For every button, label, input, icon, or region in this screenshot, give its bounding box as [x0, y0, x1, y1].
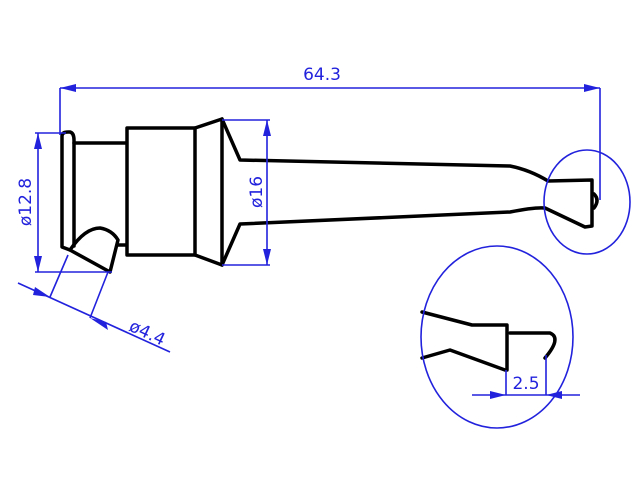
flange-diameter-label: ø12.8 — [16, 178, 36, 226]
dimension-hole-diameter: ø4.4 — [17, 254, 171, 353]
detail-view-circle — [420, 245, 574, 429]
dimension-hook-gap: 2.5 — [472, 355, 580, 399]
hook-gap-label: 2.5 — [512, 374, 539, 394]
hole-diameter-label: ø4.4 — [126, 316, 168, 350]
detail-view — [420, 310, 557, 372]
dimension-body-diameter: ø16 — [222, 119, 271, 266]
overall-length-label: 64.3 — [303, 65, 341, 85]
detail-callout-circle — [543, 149, 631, 255]
probe-part-outline — [60, 117, 599, 274]
dimension-flange-diameter: ø12.8 — [16, 132, 112, 273]
detail-circles — [420, 149, 631, 429]
body-diameter-label: ø16 — [247, 176, 267, 208]
dimension-overall-length: 64.3 — [59, 65, 601, 200]
